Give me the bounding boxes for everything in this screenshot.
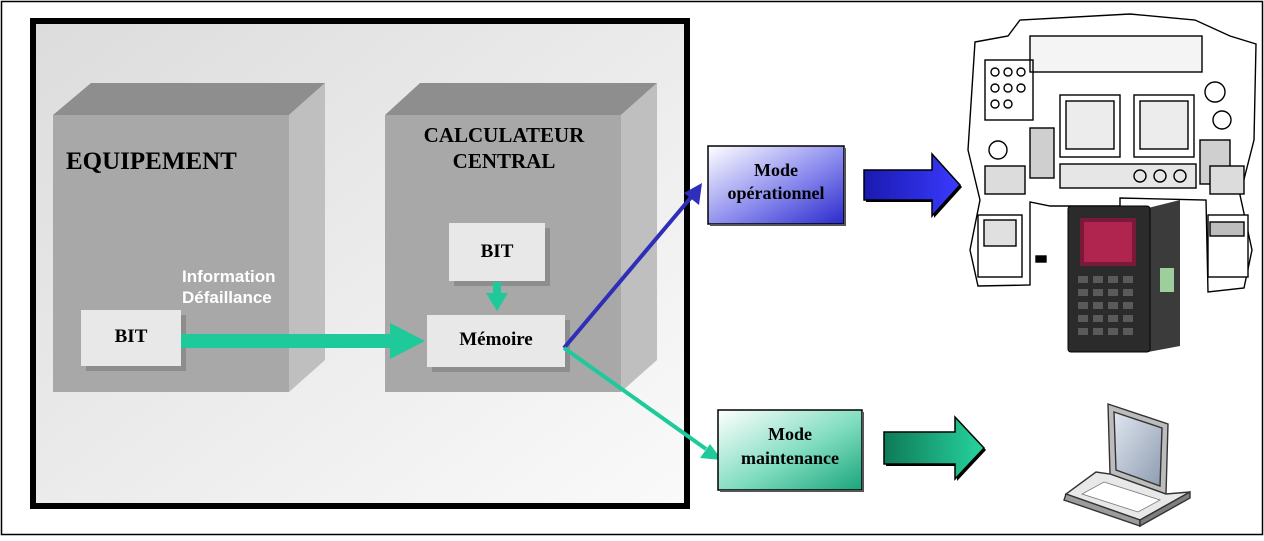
control-display-unit-icon [1067, 200, 1180, 353]
failure-info-line2: Défaillance [182, 288, 272, 307]
equipment-title: EQUIPEMENT [66, 148, 237, 175]
central-computer-title-line1: CALCULATEUR [423, 123, 585, 147]
bit-to-memory-arrow [486, 282, 508, 311]
equipment-bit-box [81, 310, 186, 371]
maintenance-output-arrow [883, 415, 986, 481]
laptop-icon [1063, 403, 1191, 528]
central-bit-box [449, 223, 550, 286]
operational-mode-box [707, 145, 846, 226]
maintenance-mode-line1: Mode [768, 424, 812, 444]
equipment-bit-label: BIT [114, 326, 148, 347]
central-bit-label: BIT [480, 241, 514, 262]
cockpit-panel-icon [967, 13, 1257, 293]
operational-mode-line1: Mode [754, 160, 798, 180]
memory-box [427, 315, 570, 372]
memory-label: Mémoire [459, 329, 533, 350]
operational-output-arrow [863, 152, 962, 218]
failure-info-arrow [181, 323, 425, 359]
maintenance-mode-line2: maintenance [741, 448, 839, 468]
operational-mode-line2: opérationnel [727, 183, 825, 203]
operational-mode-link [562, 183, 702, 350]
failure-info-line1: Information [182, 267, 276, 286]
maintenance-mode-link [562, 346, 722, 460]
central-computer-title-line2: CENTRAL [452, 149, 556, 173]
maintenance-mode-box [717, 409, 864, 492]
